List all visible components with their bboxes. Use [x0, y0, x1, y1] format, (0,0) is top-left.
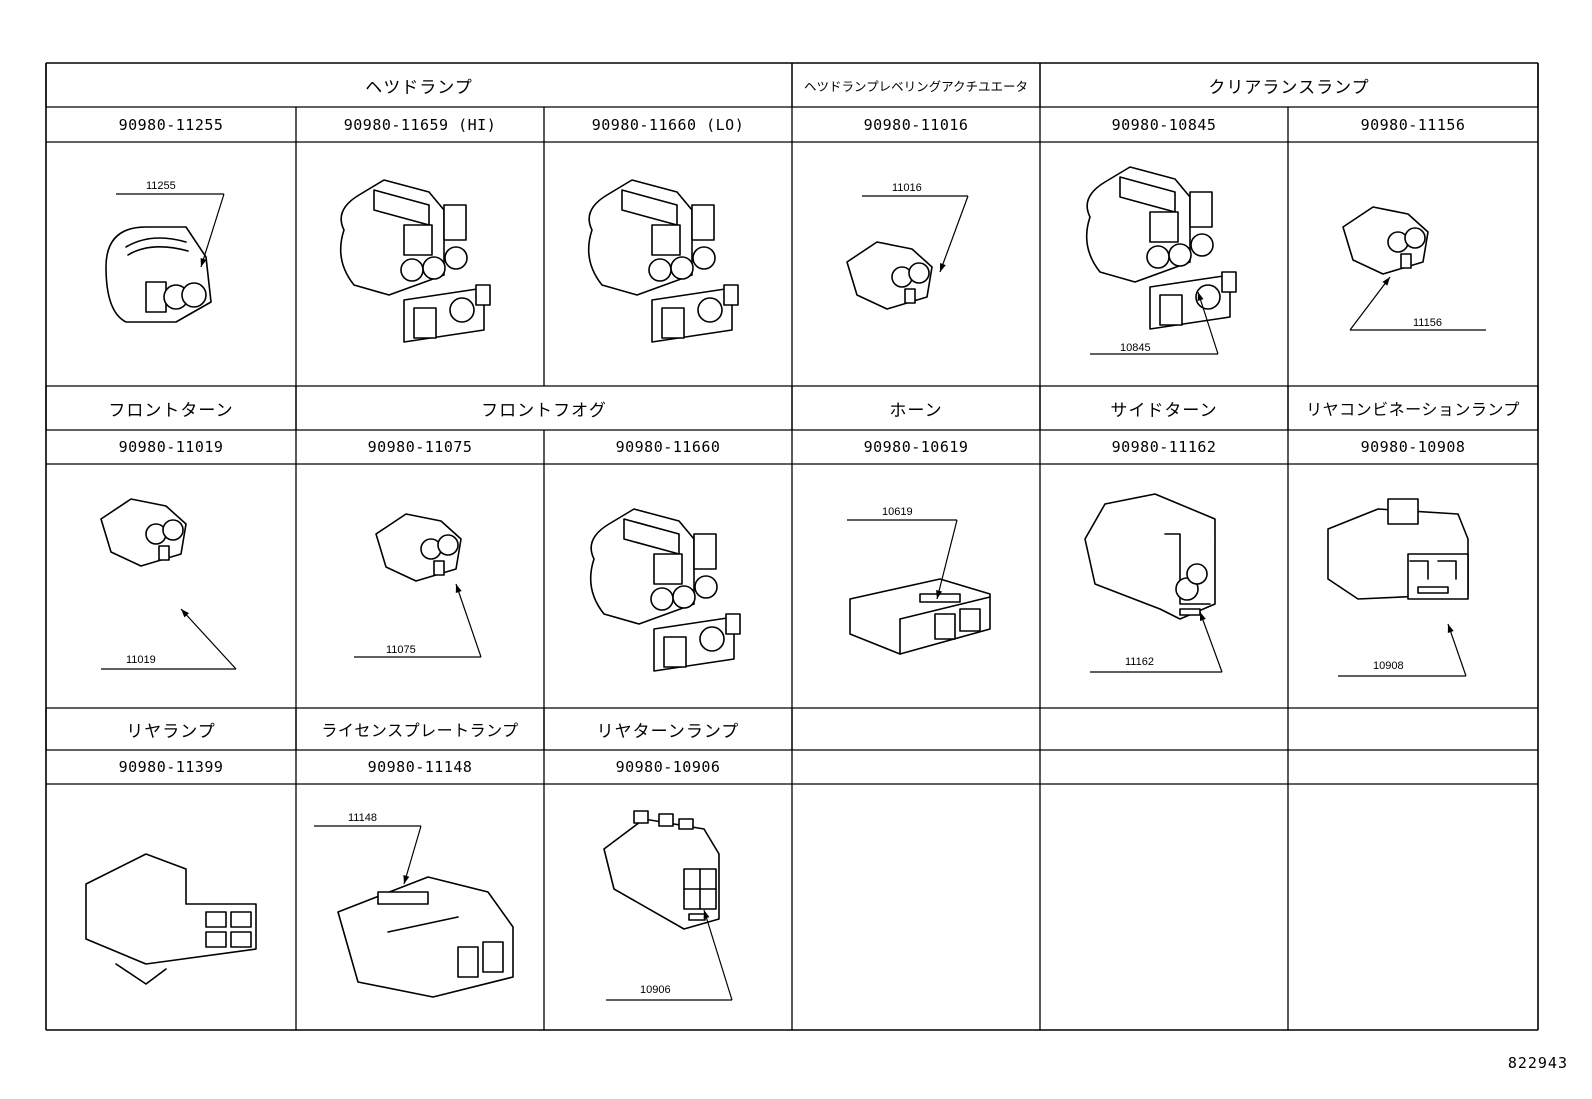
- callout-label: 10908: [1373, 660, 1404, 672]
- part-number: 90980-11660: [615, 438, 721, 456]
- part-number: 90980-10845: [1111, 115, 1217, 134]
- connector-drawing: [847, 519, 991, 655]
- connector-illustration: 10619: [792, 464, 1040, 708]
- connector-drawing: [1327, 498, 1469, 677]
- connector-illustration: 11019: [46, 464, 296, 708]
- connector-illustration: 11162: [1040, 464, 1288, 708]
- callout-label: 11016: [892, 182, 922, 194]
- callout-label: 11162: [1125, 656, 1154, 668]
- callout-label: 11019: [126, 654, 156, 666]
- connector-illustration: [544, 142, 792, 386]
- group-title: リヤターンランプ: [596, 721, 740, 742]
- part-number: 90980-10908: [1360, 438, 1466, 456]
- connector-drawing: [1085, 166, 1237, 355]
- group-title: フロントターン: [108, 400, 234, 421]
- callout-label: 11075: [386, 644, 416, 656]
- part-number: 90980-10619: [863, 438, 969, 456]
- part-number: 90980-11019: [118, 438, 224, 456]
- connector-illustration: [544, 464, 792, 708]
- connector-illustration: [46, 784, 296, 1030]
- connector-illustration: 11016: [792, 142, 1040, 386]
- connector-drawing: [1084, 493, 1223, 673]
- group-title: ヘツドランプ: [365, 77, 473, 98]
- part-number: 90980-11255: [118, 115, 224, 134]
- part-number: 90980-11399: [118, 758, 224, 776]
- part-number: 90980-11148: [367, 758, 473, 776]
- part-number: 90980-11660 (LO): [591, 115, 745, 134]
- connector-drawing: [589, 508, 741, 672]
- callout-label: 11148: [348, 812, 377, 824]
- connector-illustration: 11075: [296, 464, 544, 708]
- callout-label: 10906: [640, 984, 671, 996]
- callout-label: 10845: [1120, 342, 1151, 354]
- part-number: 90980-11075: [367, 438, 473, 456]
- connector-illustration: [296, 142, 544, 386]
- part-number: 90980-10906: [615, 758, 721, 776]
- connector-drawing: [339, 179, 491, 343]
- part-number: 90980-11156: [1360, 115, 1466, 134]
- connector-illustration: 11255: [46, 142, 296, 386]
- connector-drawing: [603, 810, 733, 1001]
- connector-drawing: [105, 193, 225, 323]
- group-title: リヤランプ: [126, 721, 216, 742]
- group-title: ライセンスプレートランプ: [321, 721, 519, 740]
- part-number: 90980-11016: [863, 115, 969, 134]
- connector-drawing: [314, 825, 514, 998]
- connector-drawing: [85, 853, 257, 985]
- group-title: サイドターン: [1110, 400, 1218, 421]
- callout-label: 10619: [882, 506, 913, 518]
- group-title: ヘツドランプレベリングアクチユエータ: [803, 78, 1028, 94]
- part-number: 90980-11659 (HI): [343, 115, 497, 134]
- connector-drawing: [354, 513, 482, 658]
- connector-drawing: [1342, 206, 1486, 331]
- connector-drawing: [100, 498, 237, 670]
- figure-id: 822943: [1507, 1054, 1568, 1072]
- connector-illustration: 10906: [544, 784, 792, 1030]
- callout-label: 11255: [146, 180, 176, 192]
- connector-illustration: 11156: [1288, 142, 1538, 386]
- group-title: リヤコンビネーションランプ: [1306, 400, 1520, 419]
- callout-label: 11156: [1413, 317, 1442, 329]
- connector-drawing: [846, 195, 969, 310]
- part-number: 90980-11162: [1111, 438, 1217, 456]
- group-title: ホーン: [889, 400, 943, 421]
- connector-illustration: 10845: [1040, 142, 1288, 386]
- group-title: フロントフオグ: [481, 400, 607, 421]
- connector-illustration: 11148: [296, 784, 544, 1030]
- group-title: クリアランスランプ: [1208, 77, 1370, 98]
- connector-illustration: 10908: [1288, 464, 1538, 708]
- connector-drawing: [587, 179, 739, 343]
